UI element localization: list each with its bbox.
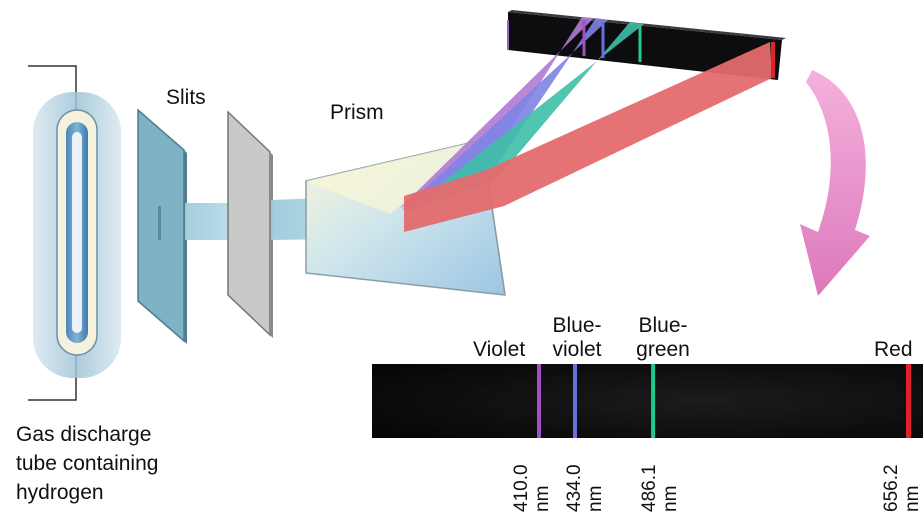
gas-discharge-tube bbox=[56, 109, 98, 356]
blue-violet-beam bbox=[402, 18, 608, 210]
curved-arrow bbox=[800, 70, 870, 296]
tube-caption-line-1: Gas discharge bbox=[16, 423, 152, 446]
blue-violet-spectral-line bbox=[573, 364, 577, 438]
slits-label: Slits bbox=[166, 86, 206, 109]
first-slit-plate bbox=[137, 108, 187, 344]
blue-green-label: Blue- green bbox=[636, 314, 690, 361]
tube-caption: Gas discharge tube containing hydrogen bbox=[16, 420, 158, 507]
red-spectral-line bbox=[906, 364, 911, 438]
emission-spectrum-strip bbox=[372, 364, 923, 438]
red-beam bbox=[404, 42, 772, 232]
blue-green-spectral-line bbox=[651, 364, 656, 438]
light-beam-1 bbox=[185, 203, 232, 240]
red-label: Red bbox=[874, 338, 913, 361]
violet-beam bbox=[400, 17, 594, 208]
tube-caption-line-2: tube containing bbox=[16, 452, 159, 475]
second-slit-plate bbox=[227, 110, 273, 338]
tube-caption-line-3: hydrogen bbox=[16, 481, 104, 504]
dispersed-beams bbox=[400, 17, 775, 232]
violet-spectral-line bbox=[537, 364, 541, 438]
prism-label: Prism bbox=[330, 101, 384, 124]
blue-green-beam bbox=[404, 22, 644, 213]
spectrum-lines bbox=[537, 364, 911, 438]
violet-label: Violet bbox=[473, 338, 526, 361]
blue-violet-label: Blue- violet bbox=[552, 314, 602, 361]
